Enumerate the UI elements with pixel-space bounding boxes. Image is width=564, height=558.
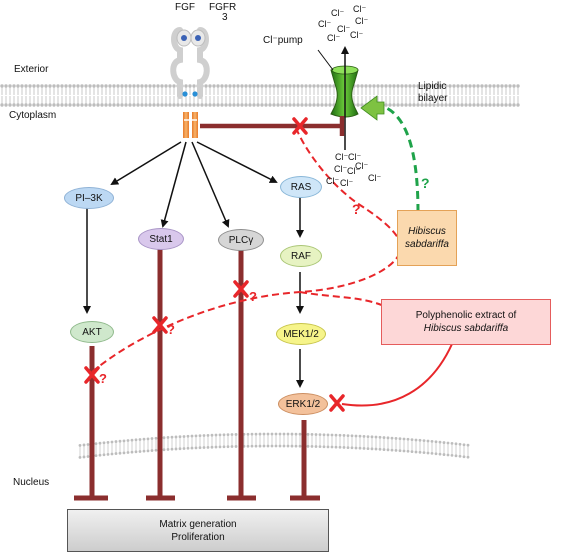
- ras-node: RAS: [280, 176, 322, 198]
- hibiscus-box: Hibiscus sabdariffa: [397, 210, 457, 266]
- cl-ion: Cl⁻: [350, 30, 363, 40]
- output-box-line1: Matrix generation: [159, 518, 237, 530]
- cl-pump-pointer: [317, 49, 334, 71]
- output-box: Matrix generation Proliferation: [67, 509, 329, 552]
- question-marks: ? ? ? ? ?: [99, 175, 430, 386]
- fgfr-receptor: [170, 27, 210, 138]
- extract-box-line1: Polyphenolic extract of: [415, 310, 517, 321]
- akt-node: AKT: [70, 321, 114, 343]
- receptor-downstream-arrows: [83, 141, 304, 388]
- x-mark-erk: [329, 394, 345, 412]
- pi3k-node: PI–3K: [64, 187, 114, 209]
- cl-ion: Cl⁻: [335, 152, 348, 162]
- cl-ion: Cl⁻: [326, 176, 339, 186]
- cl-ion: Cl⁻: [327, 33, 340, 43]
- inhibit-receptor-to-pump: [200, 116, 345, 136]
- x-mark-pump: [292, 117, 308, 135]
- cl-ion: Cl⁻: [355, 161, 368, 171]
- question-mark-green: ?: [421, 175, 430, 191]
- cl-ion: Cl⁻: [340, 178, 353, 188]
- exterior-label: Exterior: [14, 64, 49, 75]
- fgf-label: FGF: [175, 2, 195, 13]
- green-arrowhead: [360, 95, 385, 121]
- inhibition-x-marks: [84, 117, 345, 412]
- cl-ions-cytoplasm: Cl⁻ Cl⁻ Cl⁻ Cl⁻ Cl⁻ Cl⁻ Cl⁻ Cl⁻: [326, 152, 381, 188]
- hibiscus-box-line2: sabdariffa: [405, 239, 449, 250]
- fgfr-label-3: 3: [222, 12, 228, 23]
- nuclear-inhibit-lines: [74, 246, 320, 501]
- mek-node: MEK1/2: [276, 323, 326, 345]
- cl-ion: Cl⁻: [318, 19, 331, 29]
- cl-ions-exterior: Cl⁻ Cl⁻ Cl⁻ Cl⁻ Cl⁻ Cl⁻ Cl⁻: [318, 4, 368, 43]
- lipidic-label-line1: Lipidic: [418, 81, 447, 92]
- cl-ion: Cl⁻: [355, 16, 368, 26]
- cl-ion: Cl⁻: [334, 164, 347, 174]
- hibiscus-box-line1: Hibiscus: [408, 226, 446, 237]
- x-mark-plcg: [233, 280, 249, 298]
- cl-pump-label: Cl⁻pump: [263, 35, 303, 46]
- fgfr-label: FGFR: [209, 2, 237, 13]
- raf-node: RAF: [280, 245, 322, 267]
- question-mark-plcg: ?: [249, 289, 257, 304]
- question-mark-akt: ?: [99, 371, 107, 386]
- plcg-node: PLCγ: [218, 229, 264, 251]
- output-box-line2: Proliferation: [171, 531, 225, 543]
- extract-to-erk-curve: [341, 343, 453, 407]
- stat1-node: Stat1: [138, 228, 184, 250]
- x-mark-akt: [84, 366, 100, 384]
- green-dashed-arrow: [381, 104, 420, 213]
- cl-ion: Cl⁻: [331, 8, 344, 18]
- question-mark-pump: ?: [352, 201, 361, 217]
- cl-ion: Cl⁻: [348, 152, 361, 162]
- erk-node: ERK1/2: [278, 393, 328, 415]
- cl-ion: Cl⁻: [368, 173, 381, 183]
- x-mark-stat1: [152, 316, 168, 334]
- cl-ion: Cl⁻: [353, 4, 366, 14]
- red-dashed-inhibitions: [91, 127, 401, 373]
- question-mark-stat1: ?: [167, 322, 175, 337]
- extract-box: Polyphenolic extract of Hibiscus sabdari…: [381, 299, 551, 345]
- cytoplasm-label: Cytoplasm: [9, 110, 57, 121]
- cl-ion: Cl⁻: [337, 24, 350, 34]
- nuclear-membrane: [78, 432, 470, 459]
- extract-box-line2: Hibiscus sabdariffa: [423, 323, 509, 334]
- nucleus-label: Nucleus: [13, 477, 50, 488]
- lipidic-label-line2: bilayer: [418, 93, 448, 104]
- cl-ion: Cl⁻: [347, 166, 360, 176]
- lipidic-bilayer-label: Lipidic bilayer: [418, 81, 447, 105]
